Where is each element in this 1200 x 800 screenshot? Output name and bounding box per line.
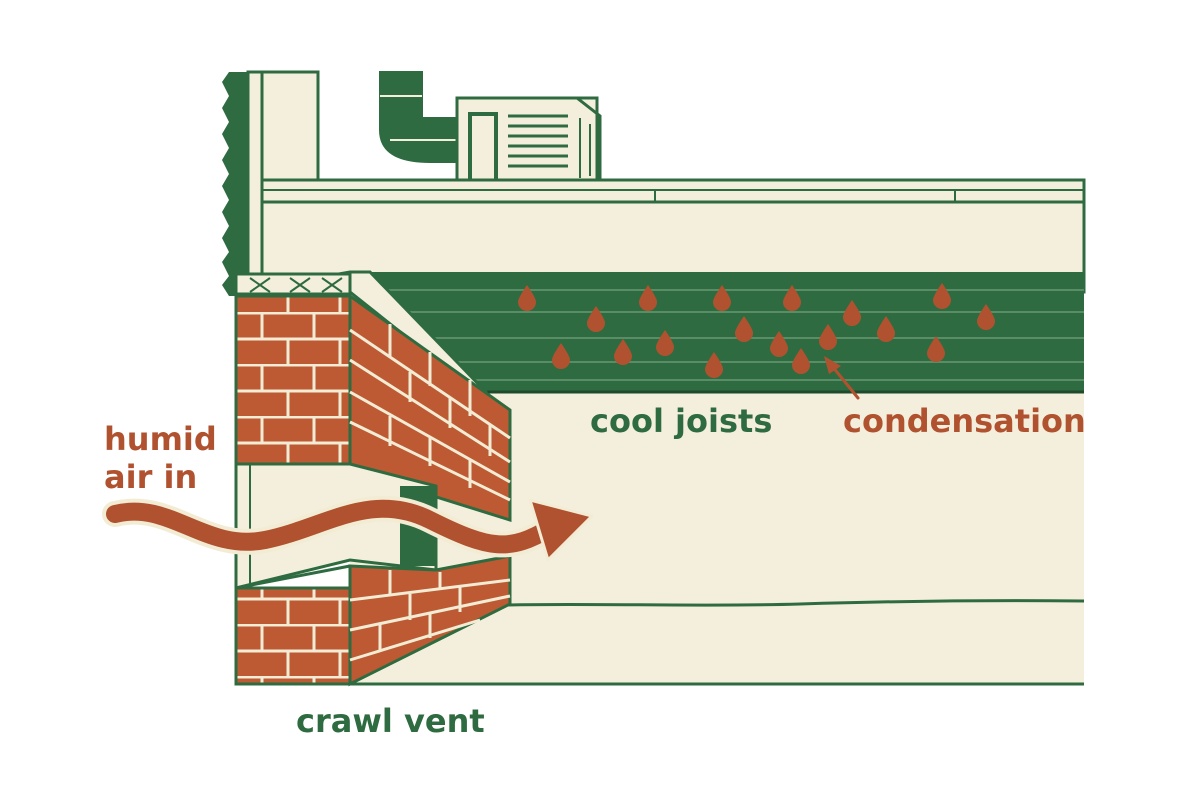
sill-plate [234, 272, 352, 296]
droplet [933, 283, 951, 309]
droplet [614, 339, 632, 365]
droplet [656, 330, 674, 356]
side-mortar-lower [349, 570, 511, 662]
condensation-droplets [518, 283, 995, 378]
condensation-pointer-arrow [824, 356, 860, 400]
condensation-label: condensation [843, 402, 1086, 440]
droplet [705, 352, 723, 378]
droplet [552, 343, 570, 369]
droplet [783, 285, 801, 311]
crawl-vent-label: crawl vent [296, 702, 485, 740]
droplet [927, 336, 945, 362]
droplet [735, 316, 753, 342]
droplet [587, 306, 605, 332]
ac-duct [379, 71, 463, 163]
humid-air-arrow [102, 495, 594, 562]
droplet [770, 331, 788, 357]
ground-line [504, 599, 1085, 607]
siding [222, 72, 248, 296]
droplet [639, 285, 657, 311]
droplet [877, 316, 895, 342]
droplet [518, 285, 536, 311]
droplet [843, 300, 861, 326]
droplet [819, 324, 837, 350]
droplet [977, 304, 995, 330]
cool-joists-label: cool joists [590, 402, 773, 440]
droplet [713, 285, 731, 311]
floor-joists [370, 272, 1084, 394]
humid-air-in-label: humid air in [104, 420, 217, 496]
droplet [792, 348, 810, 374]
side-mortar-upper [349, 324, 511, 502]
foundation-front-lower [234, 586, 352, 686]
ac-unit [455, 96, 602, 182]
foundation-front-upper [234, 294, 352, 466]
